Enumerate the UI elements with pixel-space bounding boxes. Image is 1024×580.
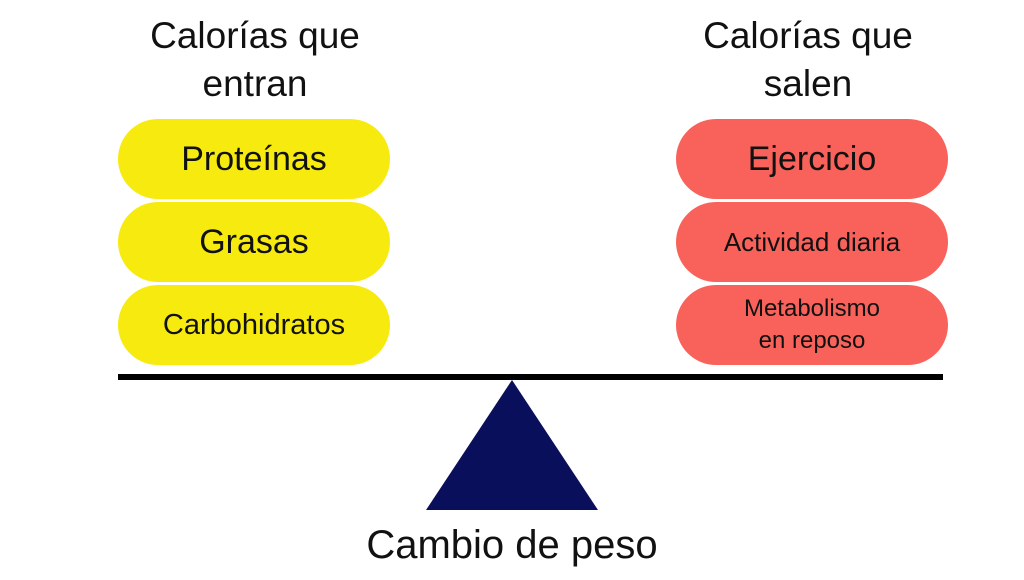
balance-beam bbox=[118, 374, 943, 380]
proteins-pill: Proteínas bbox=[118, 119, 390, 199]
fulcrum-triangle bbox=[426, 380, 598, 510]
resting-metabolism-pill: Metabolismo en reposo bbox=[676, 285, 948, 365]
calories-in-heading: Calorías que entran bbox=[150, 15, 360, 104]
calories-out-heading: Calorías que salen bbox=[703, 15, 913, 104]
exercise-pill: Ejercicio bbox=[676, 119, 948, 199]
daily-activity-pill: Actividad diaria bbox=[676, 202, 948, 282]
fats-pill: Grasas bbox=[118, 202, 390, 282]
carbohydrates-pill: Carbohidratos bbox=[118, 285, 390, 365]
weight-change-caption: Cambio de peso bbox=[366, 523, 658, 567]
